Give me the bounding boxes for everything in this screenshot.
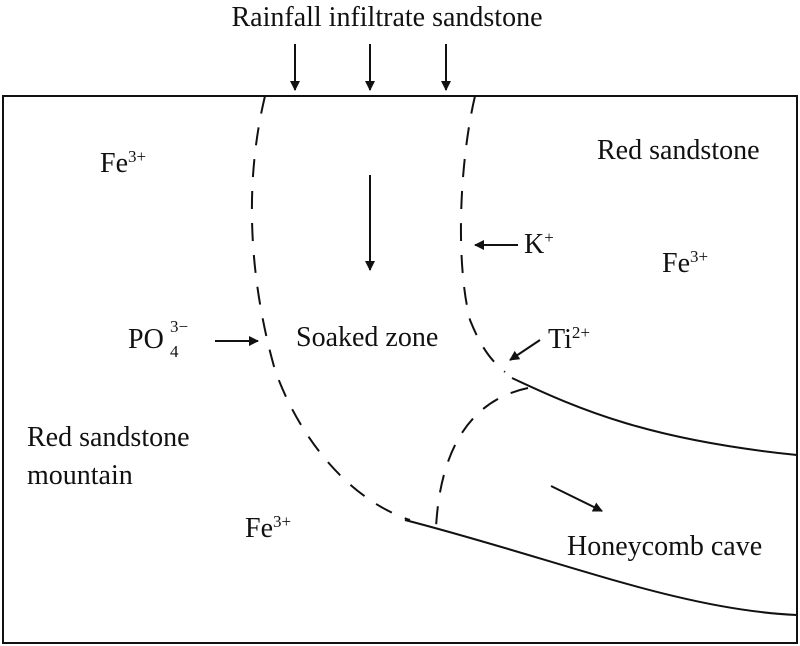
phosphate-charge: 3−	[170, 317, 188, 336]
sandstone-frame	[2, 95, 798, 644]
titanium-ion: Ti2+	[548, 323, 590, 355]
fe-ion-top-left: Fe3+	[100, 147, 146, 179]
soaked-zone-label: Soaked zone	[296, 322, 438, 353]
rainfall-label: Rainfall infiltrate sandstone	[231, 2, 542, 33]
cave-lower-edge	[404, 519, 798, 616]
rainfall-arrows	[290, 44, 451, 91]
phosphate-subscript: 4	[170, 342, 179, 361]
mountain-label-line1: Red sandstone	[27, 422, 190, 453]
honeycomb-cave-label: Honeycomb cave	[567, 531, 762, 562]
cave-roof-dashed-curve	[435, 387, 529, 529]
red-sandstone-label: Red sandstone	[597, 135, 760, 166]
soaked-zone-right-boundary	[459, 95, 506, 373]
fe-ion-bottom: Fe3+	[245, 512, 291, 544]
phosphate-ion: PO	[128, 324, 164, 355]
titanium-arrow	[509, 339, 541, 361]
cave-direction-arrow	[550, 485, 603, 512]
mountain-label-line2: mountain	[27, 460, 133, 491]
potassium-ion: K+	[524, 228, 554, 260]
fe-ion-right: Fe3+	[662, 247, 708, 279]
soaked-zone-left-boundary	[250, 95, 411, 521]
cave-upper-edge	[511, 377, 798, 456]
